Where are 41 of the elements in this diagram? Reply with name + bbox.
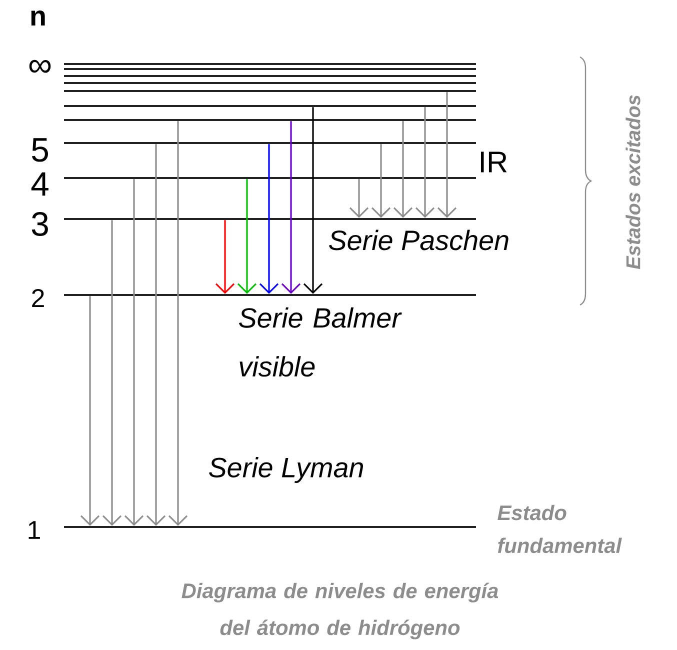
transition-arrow <box>215 220 235 294</box>
series-label: Serie Paschen <box>329 230 508 250</box>
transition-arrow <box>80 296 100 526</box>
level-number: 5 <box>32 138 48 162</box>
energy-level-line <box>64 177 476 179</box>
transition-arrow <box>437 92 457 218</box>
transition-arrow <box>393 121 413 218</box>
level-number: 1 <box>28 521 40 539</box>
energy-level-line <box>64 63 476 65</box>
level-number: 2 <box>32 288 44 308</box>
series-label: Serie Balmer visible <box>239 307 402 377</box>
transition-arrow <box>237 179 257 294</box>
transition-arrow <box>146 144 166 526</box>
energy-level-line <box>64 68 476 70</box>
level-number: 4 <box>31 172 48 196</box>
energy-level-line <box>64 119 476 121</box>
caption: Diagrama de niveles de energía del átomo de hidrógeno <box>182 582 498 640</box>
energy-level-line <box>64 90 476 92</box>
energy-level-line <box>64 75 476 77</box>
level-number: 3 <box>32 212 48 236</box>
transition-arrow <box>415 107 435 218</box>
transition-arrow <box>349 179 369 218</box>
energy-level-line <box>64 142 476 144</box>
transition-arrow <box>303 107 323 294</box>
state-label: Estados excitados <box>626 95 640 270</box>
region-label: IR <box>480 152 507 172</box>
energy-level-line <box>64 526 476 528</box>
series-label: Serie Lyman <box>209 457 364 483</box>
energy-level-line <box>64 218 476 220</box>
state-label: Estado fundamental <box>498 504 622 554</box>
transition-arrow <box>168 121 188 526</box>
axis-label: n <box>31 10 45 26</box>
energy-level-line <box>64 82 476 84</box>
energy-level-line <box>64 294 476 296</box>
energy-level-line <box>64 105 476 107</box>
level-number: ∞ <box>29 60 51 73</box>
transition-arrow <box>371 144 391 218</box>
transition-arrow <box>281 121 301 294</box>
transition-arrow <box>259 144 279 294</box>
transition-arrow <box>124 179 144 526</box>
transition-arrow <box>102 220 122 526</box>
